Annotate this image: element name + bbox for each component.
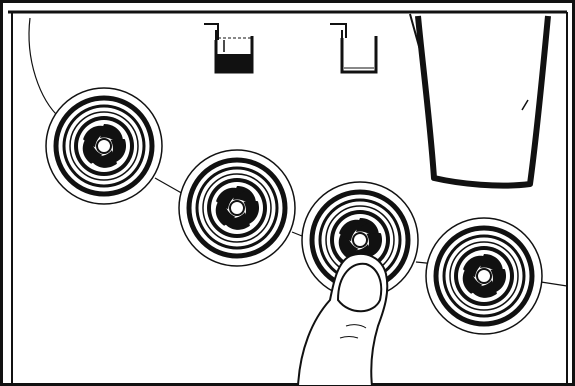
dispense-button-2[interactable]	[179, 150, 295, 266]
dispense-button-1[interactable]	[46, 88, 162, 204]
dispense-button-4[interactable]	[426, 218, 542, 334]
